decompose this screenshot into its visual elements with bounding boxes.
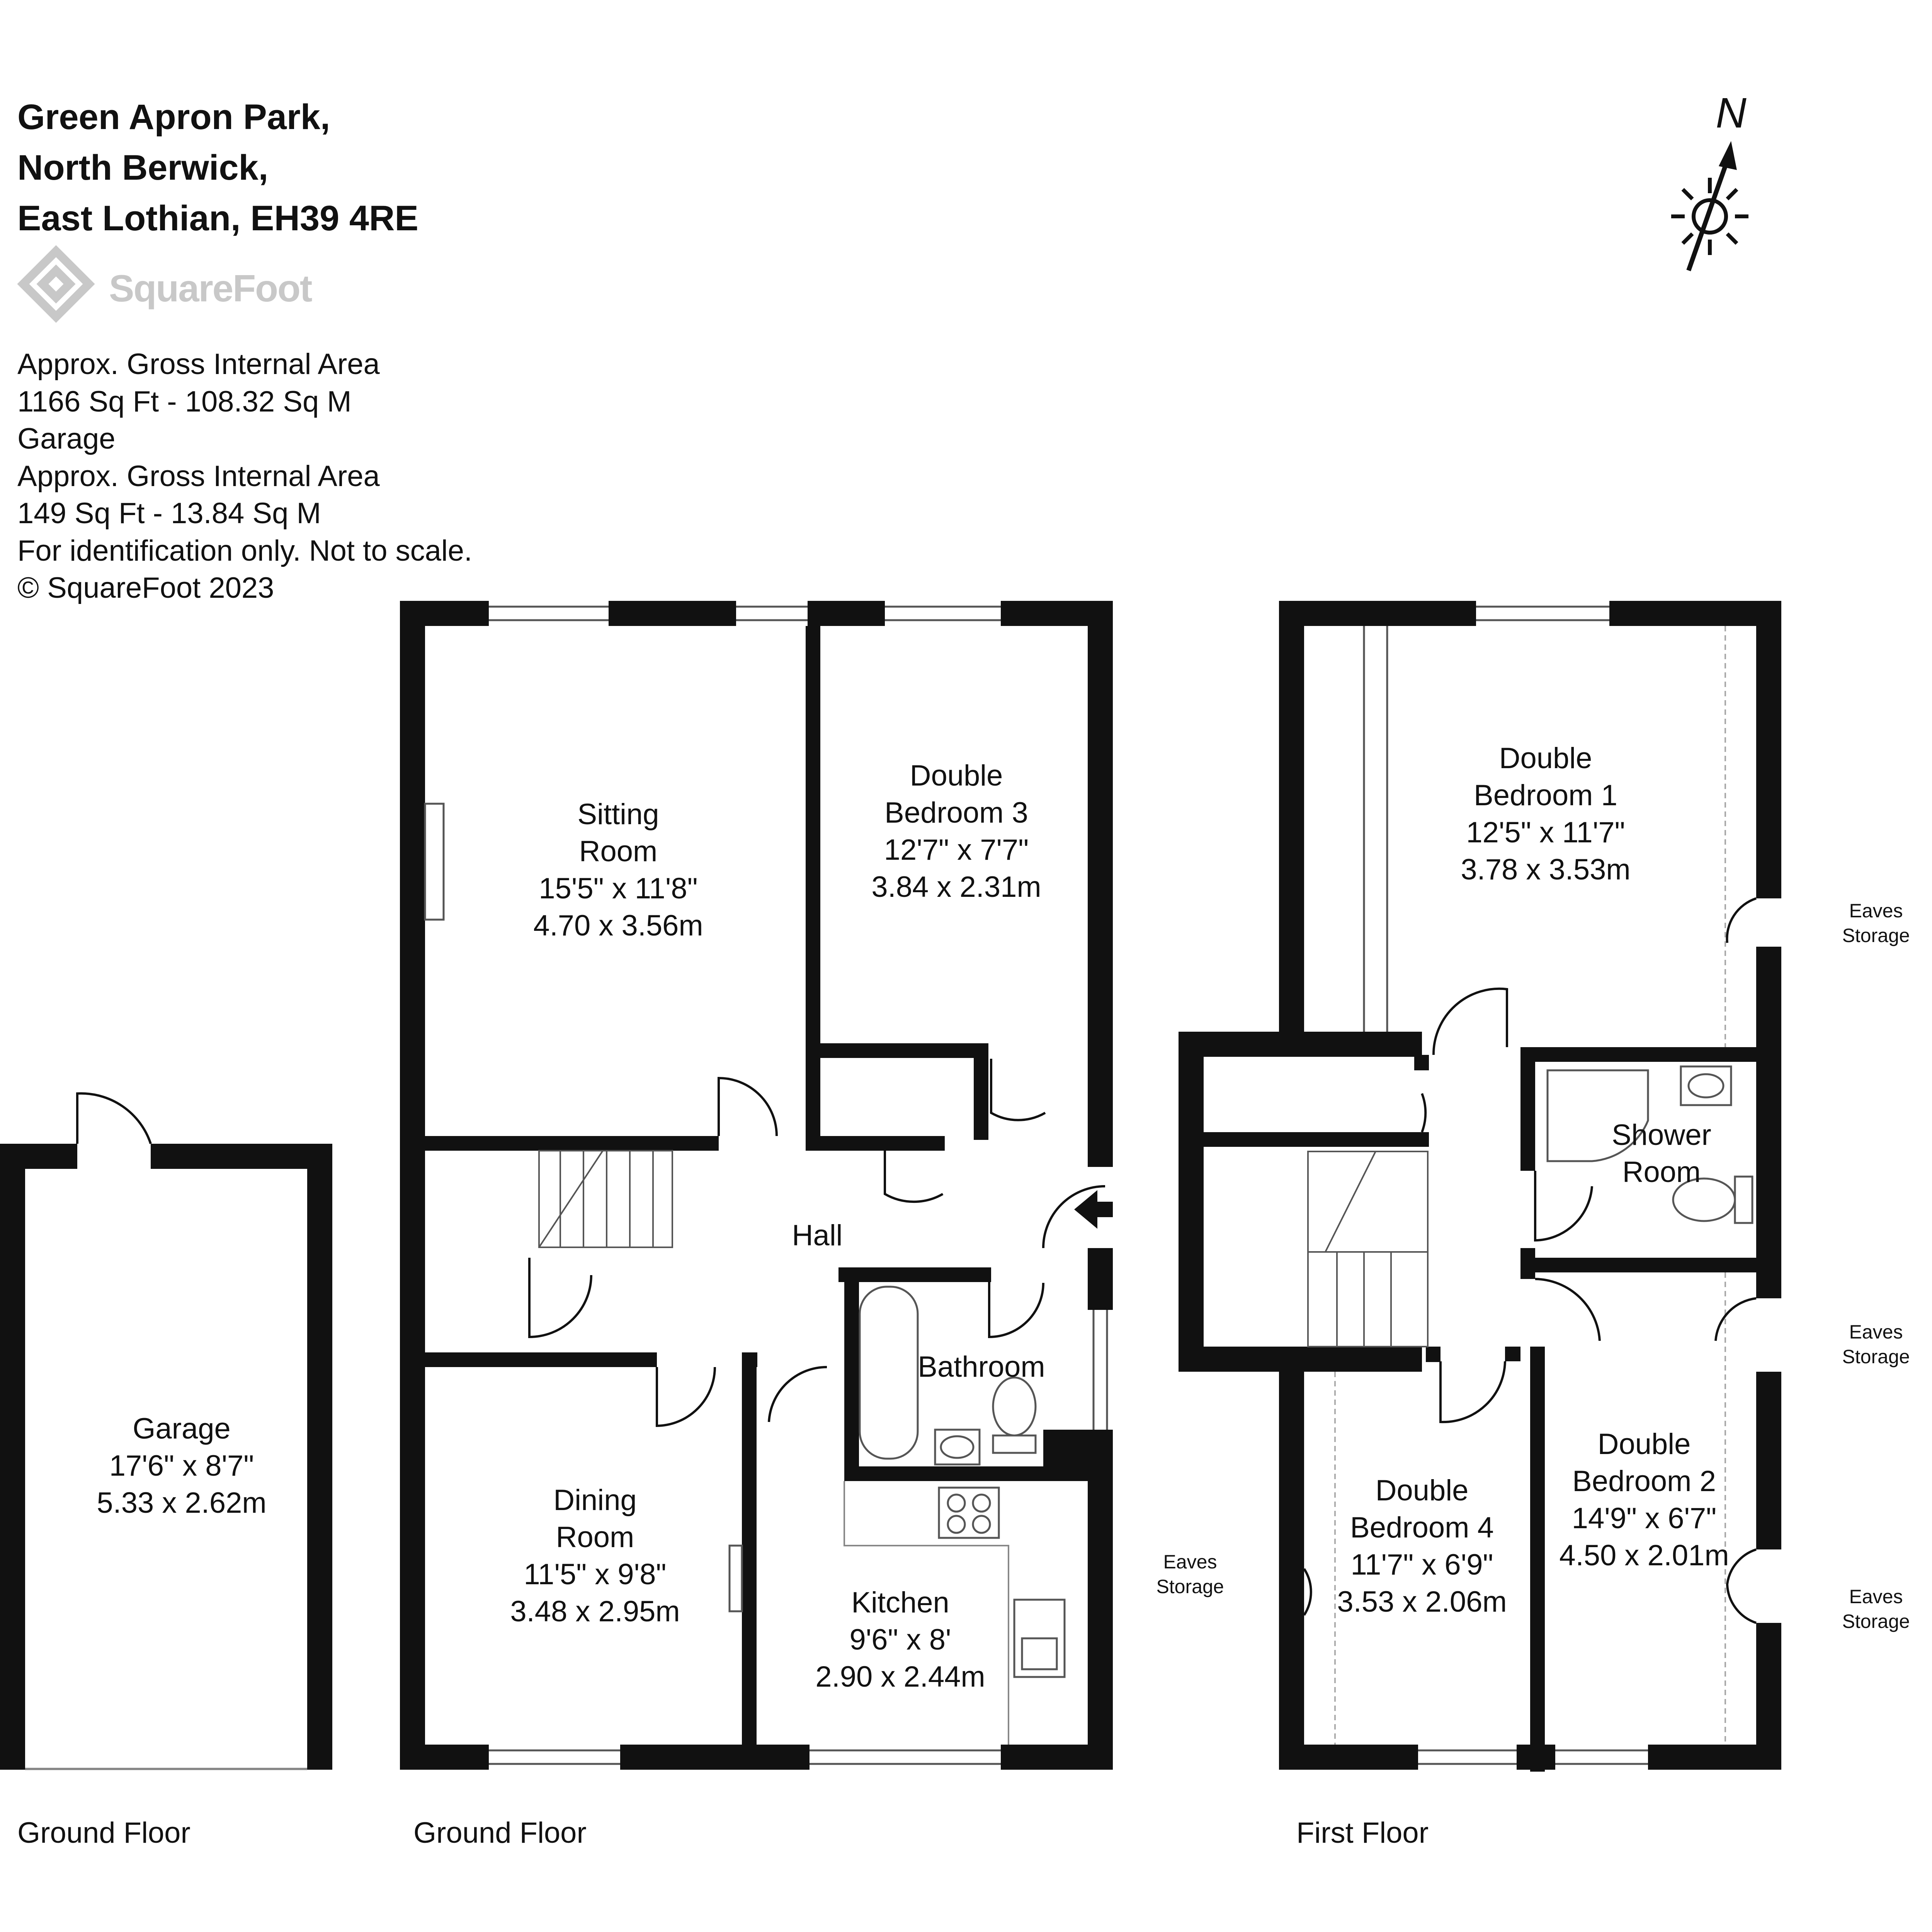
bed1-name-1: Double [1499, 742, 1592, 775]
area-info-line-6: For identification only. Not to scale. [17, 534, 473, 567]
first-floor-stairs-icon [1307, 1151, 1429, 1347]
bed4-metric: 3.53 x 2.06m [1337, 1585, 1507, 1618]
bathtub-icon [859, 1286, 919, 1460]
ground-floor-plan [400, 601, 1113, 1770]
kitchen-imperial: 9'6" x 8' [849, 1623, 951, 1656]
bed4-name-2: Bedroom 4 [1350, 1511, 1494, 1544]
address-line-2: North Berwick, [17, 148, 269, 187]
room-label-double-bedroom-1: Double Bedroom 1 12'5" x 11'7" 3.78 x 3.… [1461, 740, 1630, 888]
north-arrow-icon [1719, 141, 1737, 170]
eaves-b-line-1: Eaves [1849, 1321, 1903, 1343]
bed3-name-1: Double [910, 759, 1003, 792]
shower-toilet-icon [1672, 1175, 1753, 1224]
logo-text: SquareFoot [109, 267, 312, 310]
sitting-name-2: Room [579, 835, 658, 868]
squarefoot-logo-icon [17, 245, 95, 323]
sink-icon [1013, 1599, 1066, 1678]
eaves-storage-label-3: Eaves Storage [1842, 1584, 1910, 1634]
bathroom-name: Bathroom [918, 1350, 1045, 1383]
sitting-metric: 4.70 x 3.56m [533, 909, 703, 942]
dining-metric: 3.48 x 2.95m [510, 1595, 680, 1628]
area-info-line-4: Approx. Gross Internal Area [17, 459, 380, 493]
kitchen-name: Kitchen [851, 1586, 949, 1619]
bed2-name-2: Bedroom 2 [1572, 1465, 1716, 1498]
wardrobe-icon [1363, 626, 1388, 1032]
eaves-c-line-2: Storage [1842, 1611, 1910, 1632]
area-info-line-1: Approx. Gross Internal Area [17, 348, 380, 381]
fireplace-icon [424, 803, 445, 921]
shower-basin-icon [1680, 1065, 1732, 1106]
bed3-name-2: Bedroom 3 [884, 796, 1028, 829]
eaves-d-line-2: Storage [1156, 1576, 1224, 1597]
room-label-dining-room: Dining Room 11'5" x 9'8" 3.48 x 2.95m [510, 1482, 680, 1630]
sitting-imperial: 15'5" x 11'8" [539, 872, 698, 905]
shower-name-2: Room [1622, 1156, 1701, 1189]
room-label-hall: Hall [792, 1217, 843, 1254]
garage-metric: 5.33 x 2.62m [97, 1486, 267, 1519]
dining-name-2: Room [556, 1521, 634, 1554]
garage-door-icon [76, 1092, 152, 1144]
area-info-line-5: 149 Sq Ft - 13.84 Sq M [17, 497, 321, 530]
first-floor-door-swings [1303, 897, 1757, 1624]
room-label-double-bedroom-3: Double Bedroom 3 12'7" x 7'7" 3.84 x 2.3… [871, 757, 1041, 906]
eaves-storage-label-1: Eaves Storage [1842, 898, 1910, 948]
eaves-b-line-2: Storage [1842, 1346, 1910, 1367]
north-label: N [1716, 89, 1747, 137]
eaves-d-line-1: Eaves [1163, 1551, 1217, 1573]
room-label-bathroom: Bathroom [918, 1349, 1045, 1386]
floor-label-first: First Floor [1296, 1816, 1429, 1849]
dining-name-1: Dining [553, 1484, 637, 1517]
room-label-double-bedroom-2: Double Bedroom 2 14'9" x 6'7" 4.50 x 2.0… [1559, 1426, 1729, 1574]
room-label-shower-room: Shower Room [1612, 1117, 1711, 1191]
floor-label-garage: Ground Floor [17, 1816, 190, 1849]
area-info-line-2: 1166 Sq Ft - 108.32 Sq M [17, 385, 352, 418]
bed1-name-2: Bedroom 1 [1474, 779, 1617, 812]
bed1-metric: 3.78 x 3.53m [1461, 853, 1631, 886]
bed4-imperial: 11'7" x 6'9" [1350, 1548, 1493, 1581]
area-info: Approx. Gross Internal Area 1166 Sq Ft -… [17, 346, 472, 607]
eaves-c-line-1: Eaves [1849, 1586, 1903, 1607]
bed2-imperial: 14'9" x 6'7" [1571, 1502, 1717, 1535]
eaves-a-line-1: Eaves [1849, 900, 1903, 922]
bed4-name-1: Double [1375, 1474, 1469, 1507]
sitting-name-1: Sitting [577, 798, 659, 831]
entrance-arrow-icon [1074, 1190, 1113, 1229]
basin-icon [934, 1429, 981, 1466]
address-line-1: Green Apron Park, [17, 97, 330, 137]
kitchen-metric: 2.90 x 2.44m [815, 1660, 985, 1693]
bed2-name-1: Double [1597, 1428, 1691, 1461]
room-label-kitchen: Kitchen 9'6" x 8' 2.90 x 2.44m [815, 1584, 985, 1696]
dining-side-door-icon [728, 1544, 743, 1612]
dining-imperial: 11'5" x 9'8" [524, 1558, 667, 1591]
door-swings [528, 1059, 1105, 1427]
eaves-a-line-2: Storage [1842, 925, 1910, 946]
address-block: Green Apron Park, North Berwick, East Lo… [17, 92, 418, 244]
room-label-garage: Garage 17'6" x 8'7" 5.33 x 2.62m [97, 1410, 266, 1522]
area-info-line-3: Garage [17, 422, 116, 455]
area-info-line-7: © SquareFoot 2023 [17, 571, 274, 604]
room-label-sitting-room: Sitting Room 15'5" x 11'8" 4.70 x 3.56m [533, 796, 703, 944]
stairs-icon [538, 1150, 673, 1248]
garage-plan [0, 1092, 332, 1770]
shower-name-1: Shower [1612, 1119, 1711, 1151]
garage-name: Garage [133, 1412, 231, 1445]
hob-icon [938, 1486, 1000, 1539]
bed3-metric: 3.84 x 2.31m [871, 871, 1041, 903]
floor-label-ground: Ground Floor [413, 1816, 587, 1849]
first-floor-plan [1179, 601, 1781, 1772]
bed3-imperial: 12'7" x 7'7" [884, 833, 1029, 866]
compass-icon [1671, 165, 1748, 271]
room-label-double-bedroom-4: Double Bedroom 4 11'7" x 6'9" 3.53 x 2.0… [1337, 1472, 1507, 1621]
worktop-outline [844, 1481, 1009, 1745]
bed2-metric: 4.50 x 2.01m [1559, 1539, 1729, 1572]
eaves-storage-label-4: Eaves Storage [1156, 1549, 1224, 1599]
garage-imperial: 17'6" x 8'7" [109, 1449, 254, 1482]
eaves-storage-label-2: Eaves Storage [1842, 1320, 1910, 1369]
hall-name: Hall [792, 1219, 843, 1252]
bed1-imperial: 12'5" x 11'7" [1466, 816, 1625, 849]
address-line-3: East Lothian, EH39 4RE [17, 199, 418, 238]
shower-tray-icon [1546, 1069, 1649, 1162]
toilet-icon [992, 1376, 1037, 1454]
